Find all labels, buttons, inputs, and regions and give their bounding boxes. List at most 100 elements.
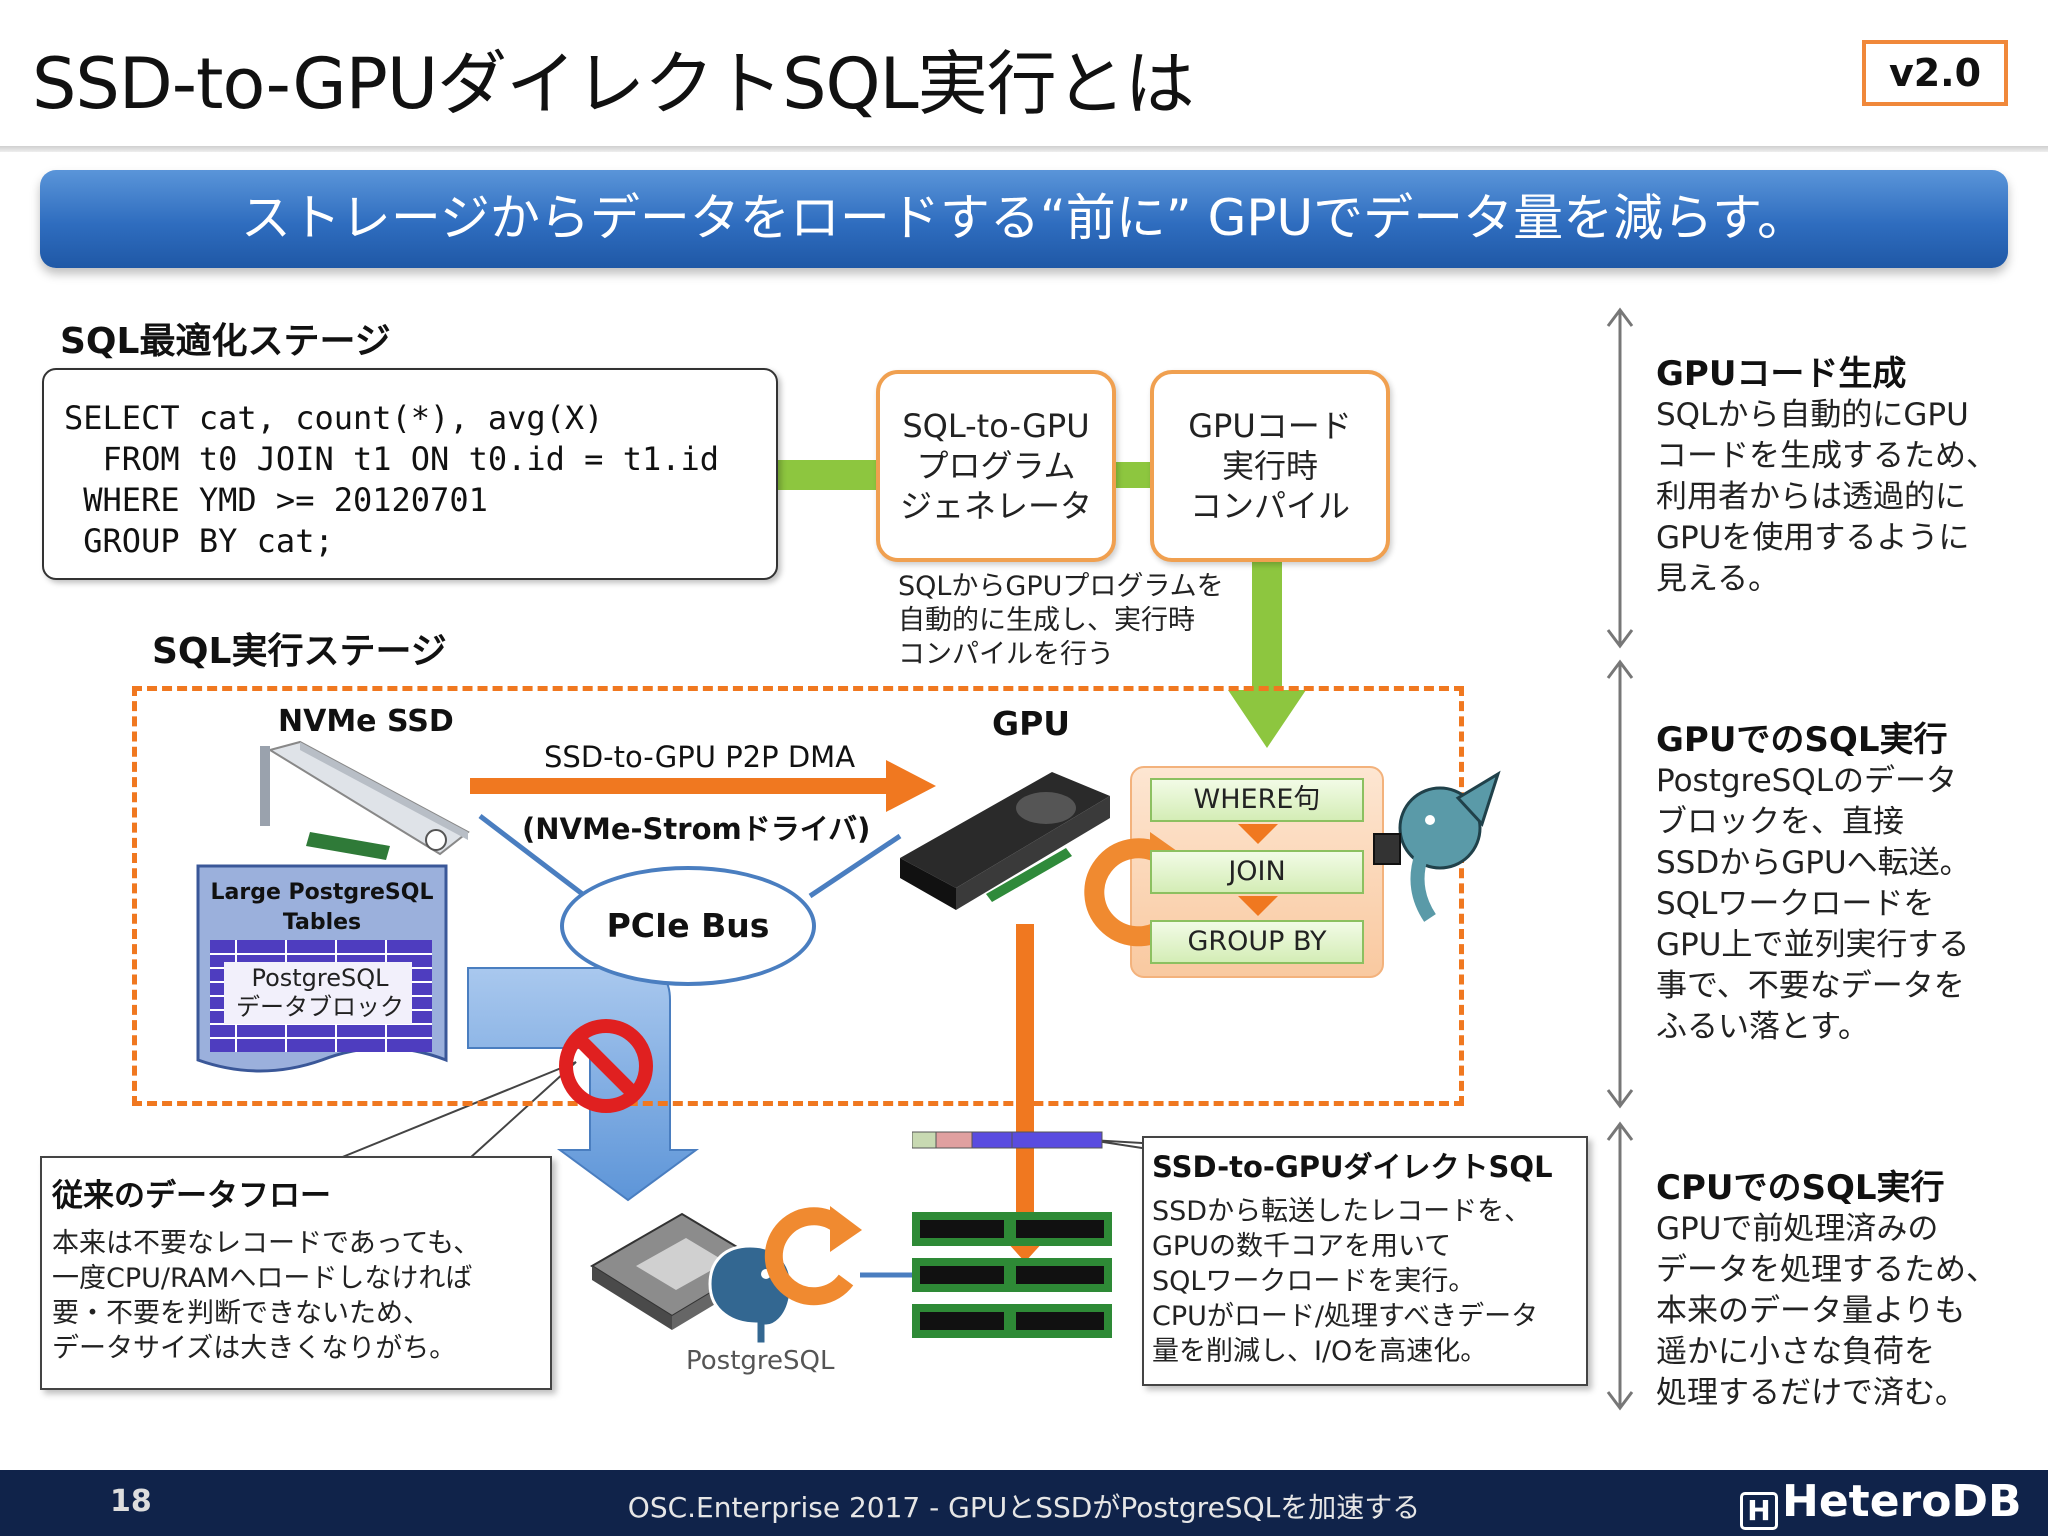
side-range-arrows	[1606, 307, 1634, 1411]
side-section-line: コードを生成するため、	[1656, 438, 1997, 474]
direct-sql-callout	[1142, 1136, 1588, 1386]
data-block-label: PostgreSQL データブロック	[226, 964, 414, 1022]
side-section-line: PostgreSQLのデータ	[1656, 763, 1958, 799]
side-section-line: 本来のデータ量よりも	[1656, 1293, 1966, 1329]
green-connector-bar-2	[1110, 462, 1152, 488]
record-strip-icon	[912, 1131, 1103, 1149]
join-step: JOIN	[1150, 850, 1364, 894]
direct-callout-line: 量を削減し、I/Oを高速化。	[1152, 1336, 1488, 1367]
side-section-line: GPUを使用するように	[1656, 520, 1970, 556]
headline-banner: ストレージからデータをロードする“前に” GPUでデータ量を減らす。	[40, 170, 2008, 268]
logo-text: HeteroDB	[1782, 1476, 2022, 1527]
gpu-card-icon	[900, 772, 1110, 910]
side-section-line: ふるい落とす。	[1656, 1009, 1869, 1045]
dma-arrow-head	[886, 760, 936, 812]
memory-module-icon	[912, 1212, 1112, 1338]
side-section-line: データを処理するため、	[1656, 1252, 1997, 1288]
where-step: WHERE句	[1150, 778, 1364, 822]
p2p-dma-label: SSD-to-GPU P2P DMA	[544, 740, 856, 774]
side-section-title: GPUコード生成	[1656, 354, 1907, 394]
tables-label-line: Tables	[282, 910, 362, 935]
side-section-line: SQLワークロードを	[1656, 886, 1935, 922]
direct-callout-line: SSDから転送したレコードを、	[1152, 1196, 1532, 1227]
postgresql-tables-icon	[196, 864, 448, 1073]
title-divider	[0, 146, 2048, 152]
generator-line: ジェネレータ	[899, 487, 1092, 525]
generator-line: プログラム	[916, 447, 1076, 485]
prohibited-icon	[559, 1019, 653, 1113]
side-section-line: SSDからGPUへ転送。	[1656, 845, 1971, 881]
green-down-arrow-head	[1228, 690, 1306, 748]
nvme-ssd-card-icon	[260, 740, 470, 860]
legacy-callout-title: 従来のデータフロー	[52, 1178, 331, 1214]
gpu-code-compile-box: GPUコード 実行時 コンパイル	[1150, 370, 1390, 562]
version-badge: v2.0	[1862, 40, 2008, 106]
sql-query-line: FROM t0 JOIN t1 ON t0.id = t1.id	[64, 440, 720, 478]
side-section-line: ブロックを、直接	[1656, 804, 1904, 840]
step-arrow-icon	[1238, 896, 1278, 916]
driver-label: (NVMe-Stromドライバ)	[522, 812, 871, 846]
footer-event-title: OSC.Enterprise 2017 - GPUとSSDがPostgreSQL…	[627, 1491, 1421, 1524]
direct-callout-body: SSDから転送したレコードを、 GPUの数千コアを用いて SQLワークロードを実…	[1152, 1194, 1538, 1369]
legacy-dataflow-callout	[40, 1156, 552, 1390]
step-arrow-icon	[1238, 824, 1278, 844]
side-section-line: GPUで前処理済みの	[1656, 1211, 1939, 1247]
sql-optimization-stage-label: SQL最適化ステージ	[60, 321, 391, 362]
note-line: コンパイルを行う	[898, 639, 1114, 670]
legacy-callout-line: データサイズは大きくなりがち。	[52, 1333, 457, 1364]
page-title: SSD-to-GPUダイレクトSQL実行とは	[32, 43, 1195, 125]
side-section-line: SQLから自動的にGPU	[1656, 397, 1969, 433]
tables-label-line: Large PostgreSQL	[210, 880, 434, 905]
sql-query-line: GROUP BY cat;	[64, 522, 334, 560]
side-section-line: 利用者からは透過的に	[1656, 479, 1966, 515]
cpu-loop-arrow-icon	[764, 1206, 862, 1306]
gpu-to-ram-arrow-shaft	[1016, 924, 1034, 1234]
nvme-ssd-label: NVMe SSD	[278, 704, 454, 739]
legacy-callout-line: 一度CPU/RAMへロードしなければ	[52, 1263, 473, 1294]
note-line: 自動的に生成し、実行時	[898, 605, 1195, 636]
compile-line: コンパイル	[1189, 487, 1350, 525]
page-number: 18	[110, 1484, 152, 1519]
sql-to-gpu-generator-box: SQL-to-GPU プログラム ジェネレータ	[876, 370, 1116, 562]
generator-line: SQL-to-GPU	[902, 407, 1090, 445]
legacy-callout-line: 本来は不要なレコードであっても、	[52, 1228, 481, 1259]
side-section-line: GPU上で並列実行する	[1656, 927, 1970, 963]
dma-arrow-shaft	[470, 778, 890, 794]
sql-execution-stage-label: SQL実行ステージ	[152, 631, 447, 672]
legacy-callout-body: 本来は不要なレコードであっても、 一度CPU/RAMへロードしなければ 要・不要…	[52, 1226, 480, 1366]
side-cpu-execution: CPUでのSQL実行 GPUで前処理済みの データを処理するため、 本来のデータ…	[1656, 1160, 1997, 1414]
group-by-step: GROUP BY	[1150, 920, 1364, 964]
side-section-title: GPUでのSQL実行	[1656, 720, 1948, 760]
sql-query-box: SELECT cat, count(*), avg(X) FROM t0 JOI…	[42, 368, 778, 580]
side-section-line: 見える。	[1656, 561, 1780, 597]
gpu-label: GPU	[992, 704, 1071, 743]
direct-callout-line: GPUの数千コアを用いて	[1152, 1231, 1452, 1262]
compile-line: GPUコード	[1188, 407, 1352, 445]
postgresql-label: PostgreSQL	[686, 1346, 835, 1376]
pcie-bus: PCIe Bus	[560, 866, 816, 986]
compile-line: 実行時	[1221, 447, 1318, 485]
pcie-line-gpu	[808, 833, 902, 899]
note-line: SQLからGPUプログラムを	[898, 571, 1224, 602]
side-section-line: 遥かに小さな負荷を	[1656, 1334, 1935, 1370]
direct-callout-title: SSD-to-GPUダイレクトSQL	[1152, 1150, 1553, 1184]
logo-mark: H	[1740, 1492, 1778, 1530]
side-gpu-codegen: GPUコード生成 SQLから自動的にGPU コードを生成するため、 利用者からは…	[1656, 346, 1997, 600]
execution-stage-region	[132, 686, 1464, 1106]
direct-callout-line: SQLワークロードを実行。	[1152, 1266, 1476, 1297]
side-section-line: 事で、不要なデータを	[1656, 968, 1965, 1004]
code-generation-note: SQLからGPUプログラムを 自動的に生成し、実行時 コンパイルを行う	[898, 570, 1224, 672]
side-section-title: CPUでのSQL実行	[1656, 1168, 1945, 1208]
block-label-line: データブロック	[236, 993, 404, 1021]
sql-query-line: SELECT cat, count(*), avg(X)	[64, 399, 604, 437]
footer-bar	[0, 1470, 2048, 1536]
block-label-line: PostgreSQL	[251, 964, 389, 992]
legacy-callout-line: 要・不要を判断できないため、	[52, 1298, 430, 1329]
sql-query-line: WHERE YMD >= 20120701	[64, 481, 488, 519]
side-section-line: 処理するだけで済む。	[1656, 1375, 1966, 1411]
direct-callout-line: CPUがロード/処理すべきデータ	[1152, 1301, 1539, 1332]
elephant-mascot-icon	[1373, 770, 1501, 922]
green-down-arrow-shaft	[1252, 560, 1282, 690]
tables-label: Large PostgreSQL Tables	[196, 878, 448, 938]
